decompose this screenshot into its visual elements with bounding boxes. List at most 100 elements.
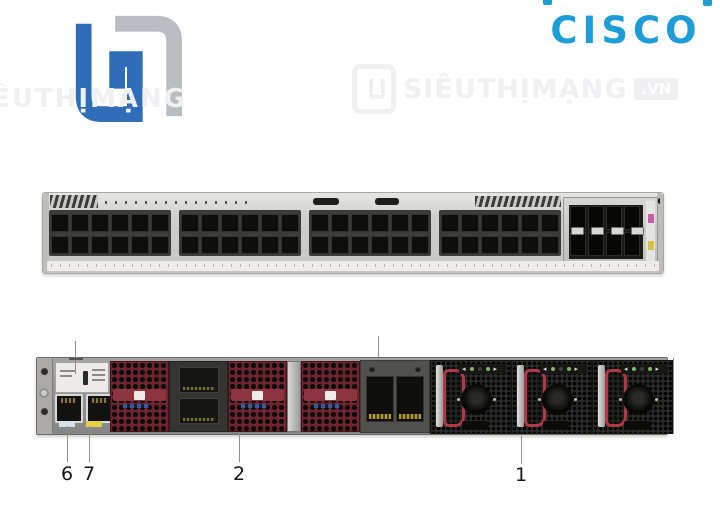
ethernet-port [261, 212, 279, 232]
sfp-latch [631, 227, 644, 235]
label-text-line [60, 375, 72, 377]
rack-mount-bracket [37, 358, 53, 434]
ethernet-port [481, 234, 499, 254]
callout-line-usb [75, 341, 76, 374]
ethernet-port [461, 234, 479, 254]
fan-module [301, 361, 360, 432]
psu-led-green [550, 367, 555, 371]
front-left-endcap [43, 193, 49, 273]
stackwise-bay [360, 360, 430, 433]
usb-a-port [375, 198, 399, 205]
psu-led-green [485, 367, 490, 371]
watermark-vn-badge: .VN [634, 78, 679, 100]
callout-line-7 [89, 426, 90, 462]
usb-mini-port [313, 198, 339, 205]
psu-led-strip: ◂ ▸ [459, 364, 506, 374]
psu-handle-rail [598, 365, 605, 427]
fan-connector-pins [314, 404, 340, 408]
power-supply-unit: ◂ ▸ [511, 360, 592, 434]
callout-tick [69, 358, 83, 360]
psu-arrow-icon: ▸ [655, 364, 660, 373]
management-module [53, 358, 114, 434]
ethernet-port [411, 212, 429, 232]
screw-icon [369, 366, 375, 372]
ethernet-port [181, 234, 199, 254]
fan-module [110, 361, 169, 432]
ethernet-port [91, 212, 109, 232]
ethernet-port [331, 234, 349, 254]
power-supply-row: ◂ ▸ ◂ ▸ [430, 358, 673, 434]
sfp-latch-row [571, 227, 644, 235]
callout-line-2 [239, 433, 240, 462]
sfp-latch [611, 227, 624, 235]
status-led-strip [105, 201, 255, 204]
callout-line-stack [378, 336, 379, 359]
fan-handle-bar [231, 389, 284, 401]
bracket-emblem-icon [39, 388, 49, 398]
sfp-latch [571, 227, 584, 235]
psu-cable-clip [543, 421, 569, 430]
ethernet-port [111, 212, 129, 232]
ethernet-port [521, 212, 539, 232]
ethernet-port [221, 234, 239, 254]
rear-right-endcap [673, 358, 674, 434]
psu-led-green [566, 367, 571, 371]
label-text-line [92, 379, 105, 381]
label-text-line [92, 369, 105, 371]
ethernet-port [201, 234, 219, 254]
switch-front-panel [42, 192, 664, 274]
ethernet-port [311, 234, 329, 254]
ethernet-port [521, 234, 539, 254]
ethernet-port [151, 234, 169, 254]
fan-connector-pins [123, 404, 149, 408]
bay-slot [179, 367, 219, 393]
cisco-mini-logo-icon [60, 370, 76, 372]
psu-arrow-icon: ▸ [574, 364, 579, 373]
cisco-bridge-bar-icon [543, 0, 552, 5]
cisco-logo: CISCO [533, 0, 719, 52]
ethernet-port [441, 234, 459, 254]
psu-led-strip: ◂ ▸ [621, 364, 668, 374]
psu-led-green [647, 367, 652, 371]
callout-number-2: 2 [232, 463, 246, 485]
ethernet-port [201, 212, 219, 232]
ethernet-port [461, 212, 479, 232]
psu-cable-clip [462, 421, 488, 430]
usb-port [83, 371, 88, 385]
ethernet-port [131, 234, 149, 254]
ethernet-port [221, 212, 239, 232]
psu-arrow-icon: ◂ [624, 364, 628, 373]
ethernet-port [151, 212, 169, 232]
mgmt-info-label [55, 362, 109, 393]
sfp-port [588, 232, 604, 256]
ethernet-port [111, 234, 129, 254]
power-supply-unit: ◂ ▸ [592, 360, 673, 434]
ethernet-port [261, 234, 279, 254]
callout-line-1 [521, 436, 522, 464]
psu-ac-inlet [457, 384, 496, 415]
ethernet-port-groups [49, 210, 561, 256]
psu-ac-inlet [538, 384, 577, 415]
callout-number-1: 1 [514, 464, 528, 486]
psu-arrow-icon: ◂ [543, 364, 547, 373]
psu-arrow-icon: ▸ [493, 364, 498, 373]
fan-label-chip [134, 390, 145, 400]
screw-icon [41, 408, 48, 415]
ethernet-port [331, 212, 349, 232]
ethernet-port [91, 234, 109, 254]
sfp-port [570, 232, 586, 256]
psu-cable-clip [624, 421, 650, 430]
ethernet-port [71, 234, 89, 254]
ethernet-port [391, 212, 409, 232]
psu-ac-inlet [619, 384, 658, 415]
mgmt-port-yellow-tab [86, 421, 102, 427]
front-port-group [49, 210, 171, 256]
port-label-strip [47, 261, 659, 271]
uplink-side-strip [646, 201, 655, 261]
cisco-wordmark: CISCO [550, 9, 702, 52]
fan-connector-pins [241, 404, 267, 408]
label-text-line [92, 374, 105, 376]
uplink-module [563, 197, 658, 265]
fan-handle-bar [113, 389, 166, 401]
